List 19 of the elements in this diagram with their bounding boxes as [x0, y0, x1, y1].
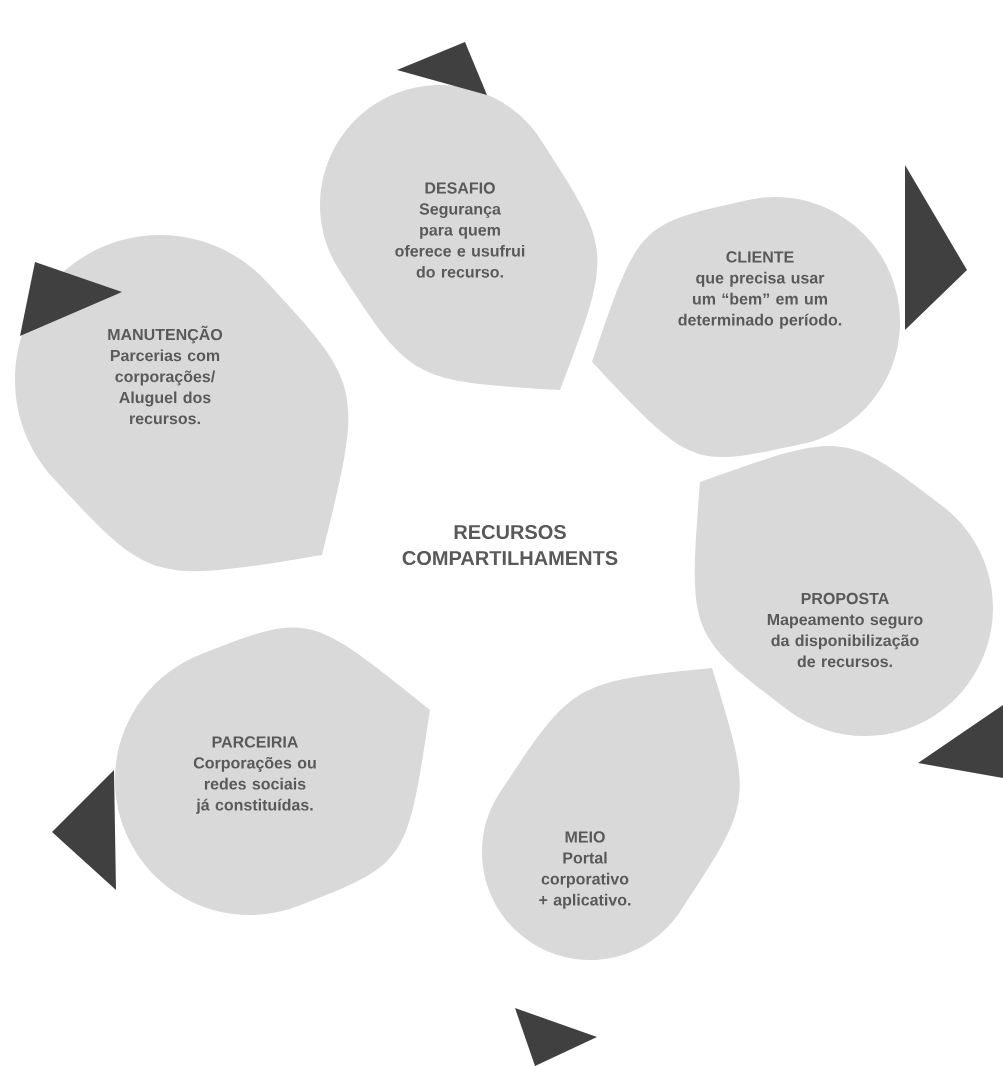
heading: PARCEIRIA — [212, 736, 298, 748]
petal-drawing — [482, 668, 740, 1066]
body-text: Portal corporativo + aplicativo. — [539, 851, 631, 909]
body-text: Corporações ou redes sociais já constituídas. — [193, 756, 316, 814]
petal-drawing — [15, 235, 349, 572]
heading: MANUTENÇÃO — [108, 325, 223, 344]
heading: CLIENTE — [726, 251, 794, 263]
heading: MEIO — [565, 831, 605, 843]
body-text: Parcerias com corporações/ Aluguel dos recursos. — [110, 349, 220, 425]
body-text: que precisa usar um “bem” em um determinado período. — [678, 271, 842, 329]
petal-drawing — [320, 42, 598, 390]
body-text: Segurança para quem oferece e usufrui do recurso. — [395, 203, 525, 278]
petal-drawing — [52, 627, 430, 915]
petal-drawing — [694, 446, 1003, 778]
petal-drawing — [592, 165, 967, 458]
heading: DESAFIO — [425, 182, 495, 194]
body-text: Mapeamento seguro da disponibilização de recursos. — [767, 614, 923, 668]
heading: PROPOSTA — [801, 592, 889, 605]
center-title: RECURSOS COMPARTILHAMENTS — [402, 524, 618, 566]
